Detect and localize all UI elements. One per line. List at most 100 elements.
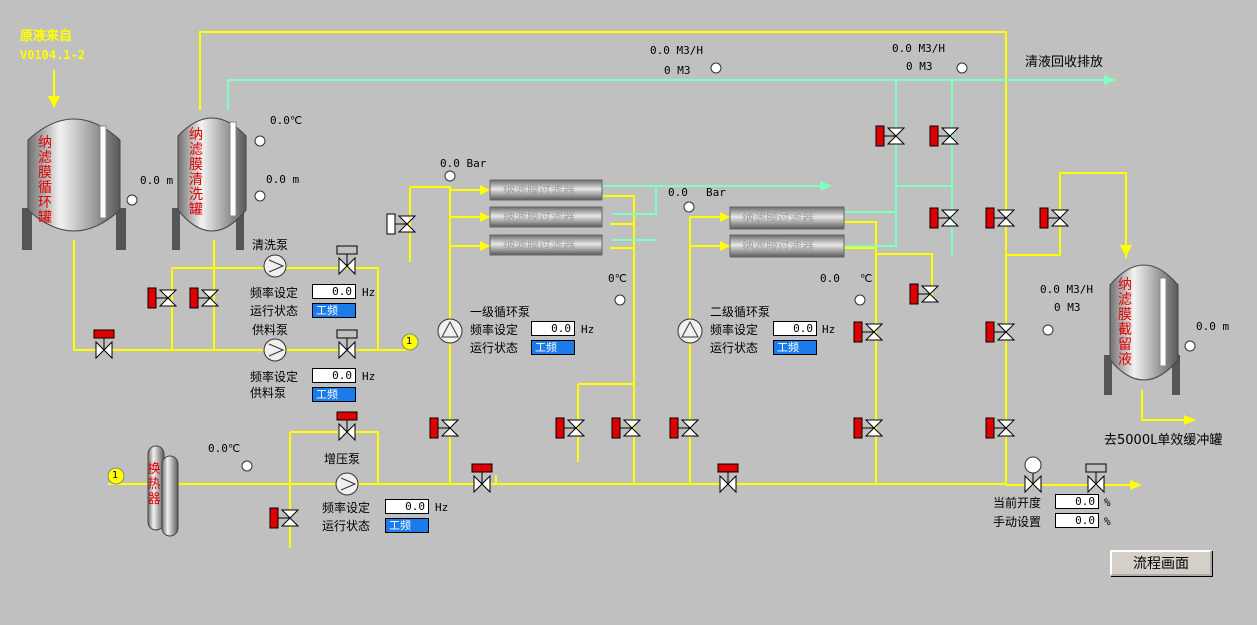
valve-icon[interactable] <box>1039 207 1070 229</box>
valve-icon[interactable] <box>669 417 700 439</box>
valve-icon[interactable] <box>386 213 417 235</box>
flow2-rate: 0.0 M3/H <box>892 42 945 55</box>
boost-freq-input[interactable]: 0.0 <box>385 499 429 514</box>
flow-arrows <box>48 96 1196 490</box>
circ-tank-label: 纳滤膜循环罐 <box>38 135 52 226</box>
boost-freq-unit: Hz <box>435 501 449 514</box>
manual-input[interactable]: 0.0 <box>1055 513 1099 528</box>
filter-1b: 纳滤膜过滤器 <box>503 210 576 224</box>
flow3-total: 0 M3 <box>1054 301 1081 314</box>
valve-icon[interactable] <box>611 417 642 439</box>
filter-bank-1 <box>489 179 603 256</box>
wash-freq-input[interactable]: 0.0 <box>312 284 356 299</box>
valve-icon[interactable] <box>985 321 1016 343</box>
valve-icon[interactable] <box>336 411 358 442</box>
stage1-freq-unit: Hz <box>581 323 595 336</box>
stage1-state[interactable]: 工频 <box>531 340 575 355</box>
valve-icon[interactable] <box>269 507 300 529</box>
flow3-rate: 0.0 M3/H <box>1040 283 1093 296</box>
circulation-tank <box>22 118 126 250</box>
boost-freq-label: 频率设定 <box>322 501 371 515</box>
clean-tank-label: 纳滤膜清洗罐 <box>189 127 203 218</box>
boost-pump-name: 增压泵 <box>324 452 361 466</box>
stage2-pump-name: 二级循环泵 <box>710 305 771 319</box>
stage1-state-label: 运行状态 <box>470 341 519 355</box>
wash-state-label: 运行状态 <box>250 304 299 318</box>
filter-1a: 纳滤膜过滤器 <box>503 183 576 197</box>
circ-level: 0.0 m <box>140 174 174 187</box>
valve-icon[interactable] <box>93 329 115 360</box>
flow1-total: 0 M3 <box>664 64 691 77</box>
manual-label: 手动设置 <box>993 515 1042 529</box>
valve-icon[interactable] <box>336 329 358 360</box>
open-value: 0.0 <box>1055 494 1099 509</box>
concentrate-tank <box>1104 264 1180 395</box>
filter-2b: 纳滤膜过滤器 <box>742 239 815 253</box>
valve-icon[interactable] <box>985 207 1016 229</box>
stage1-freq-input[interactable]: 0.0 <box>531 321 575 336</box>
valve-icon[interactable] <box>429 417 460 439</box>
temp-2-unit: ℃ <box>860 272 873 285</box>
valve-icon[interactable] <box>929 207 960 229</box>
boost-state-label: 运行状态 <box>322 519 371 533</box>
pressure-1: 0.0 Bar <box>440 157 487 170</box>
source-title: 原液来自 <box>20 29 73 44</box>
flow1-rate: 0.0 M3/H <box>650 44 703 57</box>
connector-label-b: 1 <box>112 470 119 481</box>
feed-freq-label: 频率设定 <box>250 370 299 384</box>
valve-icon[interactable] <box>853 321 884 343</box>
stage1-pump-name: 一级循环泵 <box>470 305 531 319</box>
temp-2: 0.0 <box>820 272 840 285</box>
clean-temp: 0.0℃ <box>270 114 303 127</box>
wash-pump-name: 清洗泵 <box>252 238 289 252</box>
feed-freq-unit: Hz <box>362 370 376 383</box>
pressure-2-unit: Bar <box>706 186 726 199</box>
valve-icon[interactable] <box>909 283 940 305</box>
stage2-freq-unit: Hz <box>822 323 836 336</box>
conc-tank-label: 纳滤膜截留液 <box>1118 277 1132 368</box>
wash-freq-unit: Hz <box>362 286 376 299</box>
feed-state-label: 供料泵 <box>250 386 287 400</box>
feed-state[interactable]: 工频 <box>312 387 356 402</box>
valve-icon[interactable] <box>555 417 586 439</box>
open-label: 当前开度 <box>993 496 1042 510</box>
valves <box>93 125 1107 529</box>
stage2-freq-input[interactable]: 0.0 <box>773 321 817 336</box>
heat-exchanger <box>147 445 179 537</box>
valve-icon[interactable] <box>985 417 1016 439</box>
valve-icon[interactable] <box>853 417 884 439</box>
valve-icon[interactable] <box>189 287 220 309</box>
stage2-state[interactable]: 工频 <box>773 340 817 355</box>
valve-icon[interactable] <box>717 463 739 494</box>
valve-icon[interactable] <box>147 287 178 309</box>
sensor-bubbles <box>126 62 1196 472</box>
cleaning-tank <box>172 117 247 250</box>
control-valve <box>1024 456 1042 484</box>
buffer-outlet-label: 去5000L单效缓冲罐 <box>1104 433 1223 448</box>
flow-screen-button[interactable]: 流程画面 <box>1110 550 1212 576</box>
pressure-2: 0.0 <box>668 186 688 199</box>
open-unit: % <box>1104 496 1111 509</box>
wash-state[interactable]: 工频 <box>312 303 356 318</box>
flow2-total: 0 M3 <box>906 60 933 73</box>
stage2-freq-label: 频率设定 <box>710 323 759 337</box>
clean-level: 0.0 m <box>266 173 300 186</box>
valve-icon[interactable] <box>1085 463 1107 494</box>
valve-icon[interactable] <box>929 125 960 147</box>
valve-icon[interactable] <box>875 125 906 147</box>
filter-2a: 纳滤膜过滤器 <box>742 211 815 225</box>
feed-pump-name: 供料泵 <box>252 323 289 337</box>
manual-unit: % <box>1104 515 1111 528</box>
stage1-freq-label: 频率设定 <box>470 323 519 337</box>
filter-bank-2 <box>729 206 845 258</box>
valve-icon[interactable] <box>471 463 493 494</box>
feed-freq-input[interactable]: 0.0 <box>312 368 356 383</box>
connector-markers <box>107 333 419 485</box>
temp-1: 0℃ <box>608 272 627 285</box>
valve-icon[interactable] <box>336 245 358 276</box>
filter-1c: 纳滤膜过滤器 <box>503 238 576 252</box>
boost-state[interactable]: 工频 <box>385 518 429 533</box>
connector-label-a: 1 <box>406 336 413 347</box>
hx-label: 换热器 <box>147 462 161 507</box>
